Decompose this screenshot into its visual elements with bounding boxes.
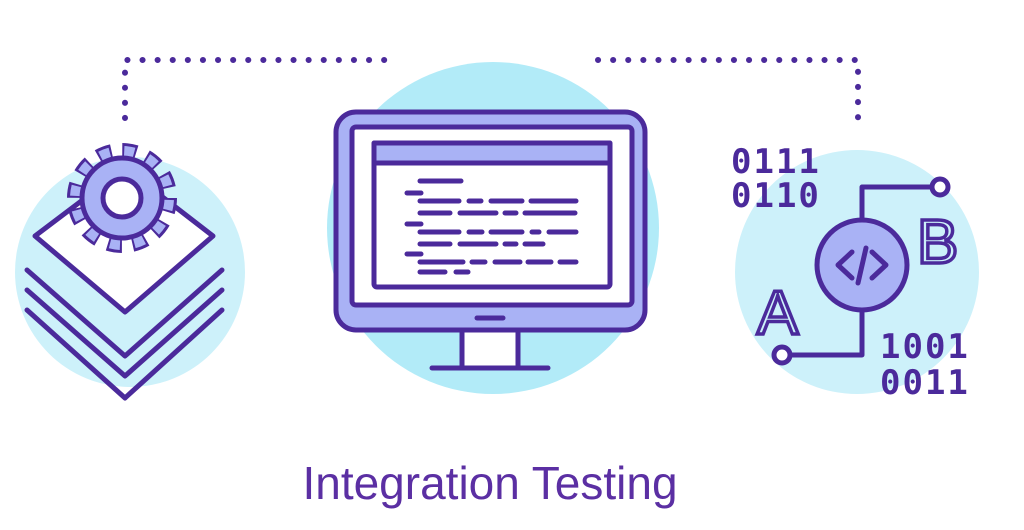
dotted-connector bbox=[122, 57, 861, 121]
illustration-title: Integration Testing bbox=[302, 457, 678, 509]
label-a: A bbox=[757, 279, 799, 348]
binary-bottom-line1: 1001 bbox=[880, 327, 970, 367]
monitor-icon bbox=[333, 109, 648, 371]
binary-bottom-line2: 0011 bbox=[880, 363, 970, 403]
binary-top-line1: 0111 bbox=[731, 142, 821, 182]
node-b-terminal bbox=[929, 176, 951, 198]
code-lines bbox=[404, 178, 579, 275]
binary-top-line2: 0110 bbox=[731, 176, 821, 216]
layers-inner-lines bbox=[24, 287, 225, 379]
label-b: B bbox=[917, 208, 958, 277]
gear-icon bbox=[67, 143, 177, 253]
node-a-terminal bbox=[771, 344, 793, 366]
code-icon bbox=[814, 217, 910, 313]
code-connector-lines bbox=[787, 184, 935, 358]
